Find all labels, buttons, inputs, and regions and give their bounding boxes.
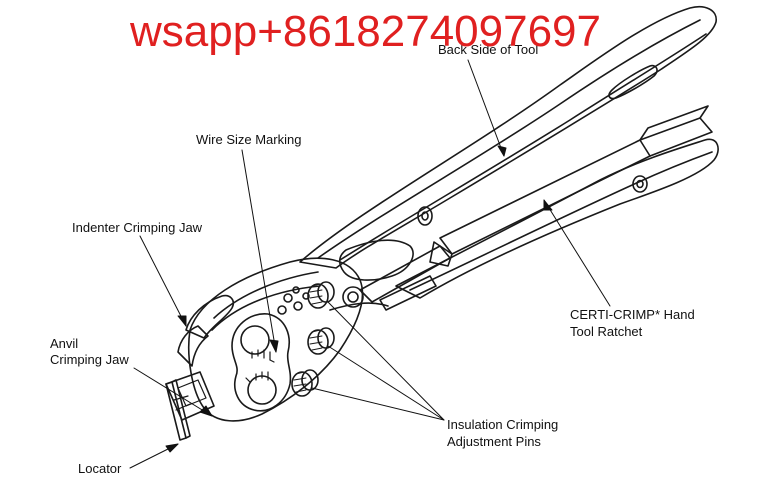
label-insulation-line1: Insulation Crimping <box>447 417 559 432</box>
arrow-anvil <box>199 405 213 417</box>
label-wire-size: Wire Size Marking <box>196 132 302 147</box>
leader-insulation-1 <box>327 301 445 421</box>
arrow-back-side <box>497 145 507 157</box>
label-locator: Locator <box>78 461 122 476</box>
adjustment-pins <box>291 281 335 397</box>
leader-insulation-3 <box>311 387 445 421</box>
watermark-text: wsapp+8618274097697 <box>130 7 602 56</box>
label-ratchet-line1: CERTI-CRIMP* Hand <box>570 307 695 322</box>
label-ratchet-line2: Tool Ratchet <box>570 324 643 339</box>
adjustment-pin-upper <box>307 281 335 309</box>
adjustment-pin-lower <box>291 369 319 397</box>
crimping-die <box>231 313 292 412</box>
label-anvil-line2: Crimping Jaw <box>50 352 129 367</box>
leader-insulation-2 <box>327 345 445 421</box>
adjustment-pin-middle <box>307 327 335 355</box>
label-back-side: Back Side of Tool <box>438 42 539 57</box>
leader-lines <box>129 59 611 469</box>
arrow-wire-size <box>269 339 279 353</box>
jaws <box>165 294 235 441</box>
leader-back-side <box>467 59 505 157</box>
upper-handle <box>299 6 717 269</box>
arrow-locator <box>165 443 179 453</box>
arrow-indenter <box>177 315 187 327</box>
leader-wire-size <box>241 149 277 353</box>
arrow-ratchet <box>543 199 553 211</box>
leader-ratchet <box>543 199 611 307</box>
label-indenter: Indenter Crimping Jaw <box>72 220 203 235</box>
leader-anvil <box>133 367 213 417</box>
pivot-head <box>187 257 364 422</box>
label-anvil-line1: Anvil <box>50 336 79 351</box>
leader-indenter <box>139 235 187 327</box>
label-insulation-line2: Adjustment Pins <box>447 434 541 449</box>
ratchet-mechanism <box>329 239 451 311</box>
